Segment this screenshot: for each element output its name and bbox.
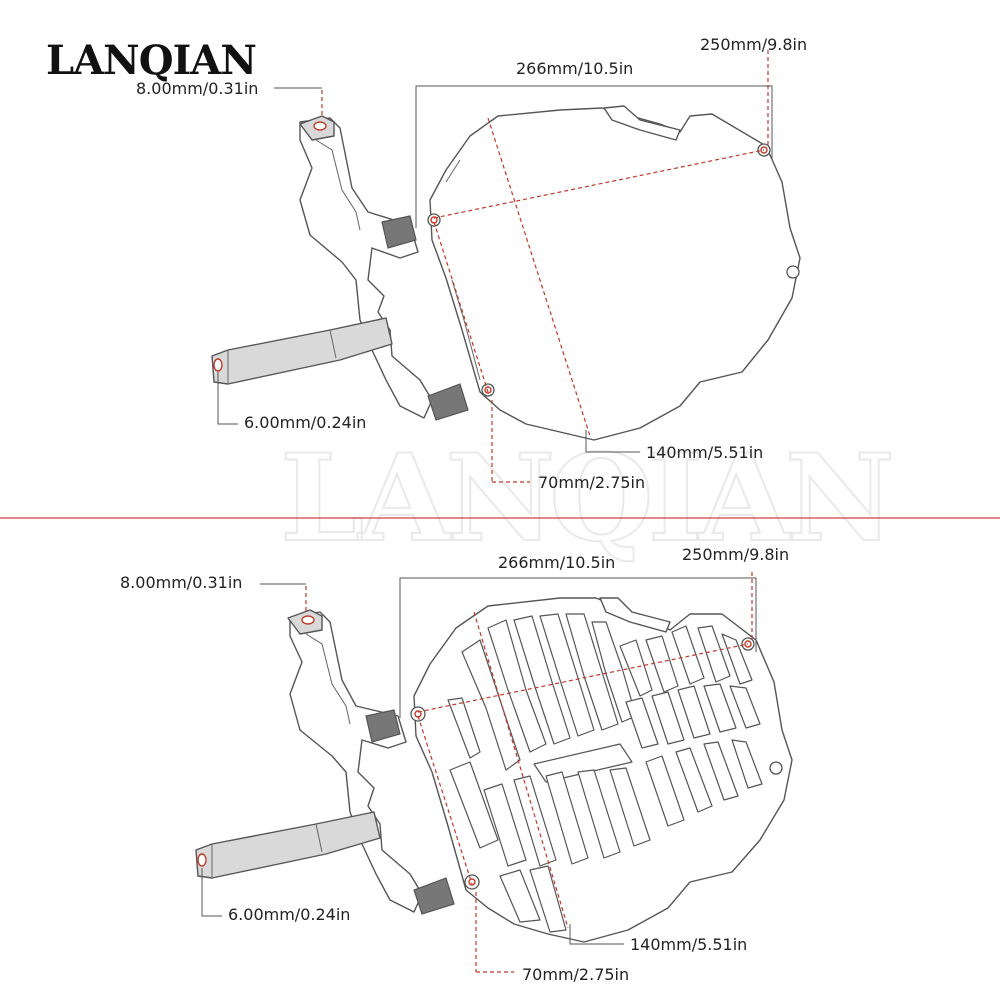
dim-right-mount: 250mm/9.8in	[682, 545, 789, 564]
dim-width: 266mm/10.5in	[516, 59, 633, 78]
dim-width: 266mm/10.5in	[498, 553, 615, 572]
mount-bracket	[211, 115, 469, 421]
leader-lines	[217, 85, 773, 453]
watermark: LANQIAN	[280, 428, 890, 569]
panel-top: 266mm/10.5in 250mm/9.8in 8.00mm/0.31in 6…	[136, 35, 807, 492]
panel-bottom: 266mm/10.5in 250mm/9.8in 8.00mm/0.31in 6…	[120, 545, 793, 984]
dim-top-hole: 8.00mm/0.31in	[120, 573, 242, 592]
dimension-lines	[305, 572, 753, 973]
dim-bottom-hole: 6.00mm/0.24in	[228, 905, 350, 924]
dim-height: 140mm/5.51in	[630, 935, 747, 954]
dim-top-hole: 8.00mm/0.31in	[136, 79, 258, 98]
clear-cover	[427, 105, 801, 441]
grille-guard	[410, 597, 793, 943]
grille-slots	[447, 613, 763, 933]
dim-height: 140mm/5.51in	[646, 443, 763, 462]
leader-lines	[201, 577, 757, 945]
dim-right-mount: 250mm/9.8in	[700, 35, 807, 54]
dim-bottom-offset: 70mm/2.75in	[538, 473, 645, 492]
mount-bracket	[195, 609, 455, 915]
dim-bottom-hole: 6.00mm/0.24in	[244, 413, 366, 432]
dim-bottom-offset: 70mm/2.75in	[522, 965, 629, 984]
brand-logo: LANQIAN	[46, 37, 256, 84]
dimension-lines	[321, 50, 769, 483]
